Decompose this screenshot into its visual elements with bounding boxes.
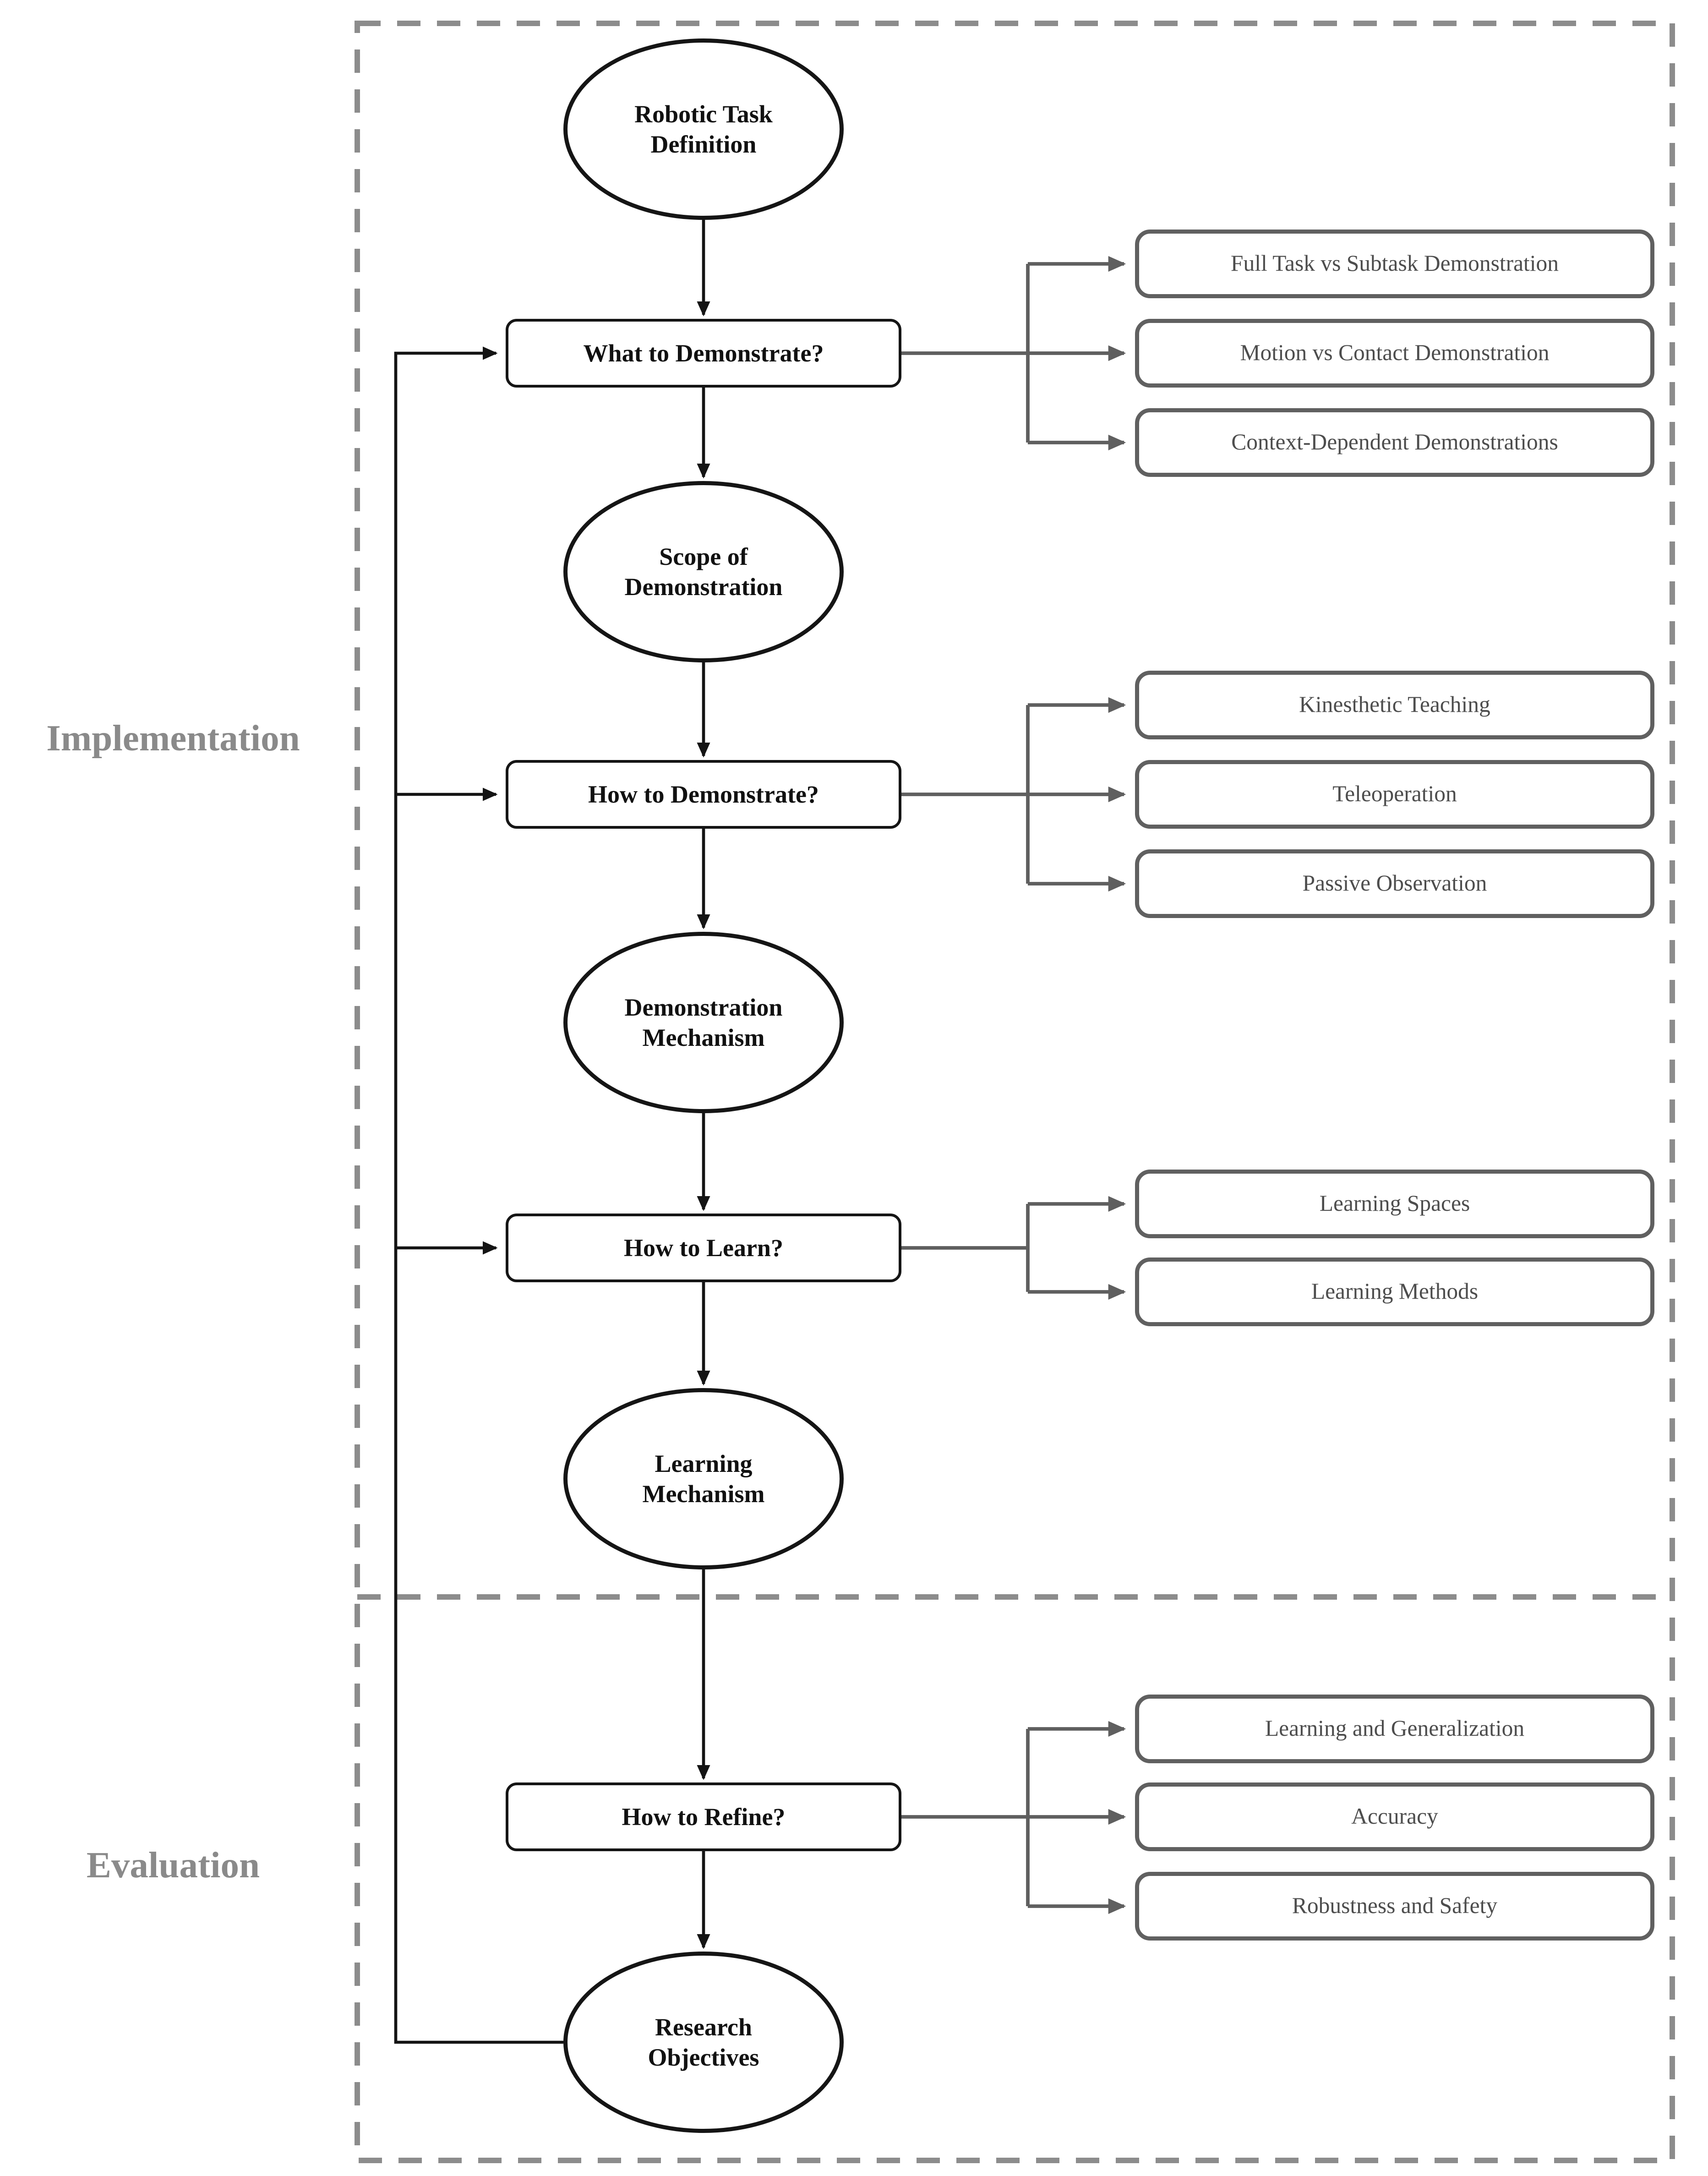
node-demonstration-mechanism: Demonstration Mechanism xyxy=(563,932,844,1113)
option-motion-vs-contact-demonstration: Motion vs Contact Demonstration xyxy=(1135,319,1654,388)
option-label: Learning Methods xyxy=(1311,1278,1479,1304)
node-label: Scope of Demonstration xyxy=(624,542,783,601)
option-label: Passive Observation xyxy=(1302,870,1487,896)
option-accuracy: Accuracy xyxy=(1135,1782,1654,1851)
option-context-dependent-demonstrations: Context-Dependent Demonstrations xyxy=(1135,408,1654,477)
node-label: Robotic Task Definition xyxy=(634,99,773,159)
feedback-loop-to-what xyxy=(394,346,563,2044)
frame-border xyxy=(355,21,1675,2163)
node-robotic-task-definition: Robotic Task Definition xyxy=(563,38,844,220)
node-how-to-demonstrate: How to Demonstrate? xyxy=(506,760,901,829)
option-learning-methods: Learning Methods xyxy=(1135,1257,1654,1326)
option-learning-and-generalization: Learning and Generalization xyxy=(1135,1695,1654,1763)
node-label: How to Demonstrate? xyxy=(588,780,819,808)
section-label-implementation: Implementation xyxy=(46,717,300,759)
option-label: Motion vs Contact Demonstration xyxy=(1240,339,1550,366)
option-label: Context-Dependent Demonstrations xyxy=(1231,429,1558,455)
node-scope-of-demonstration: Scope of Demonstration xyxy=(563,481,844,662)
node-label: Learning Mechanism xyxy=(642,1449,765,1508)
node-how-to-refine: How to Refine? xyxy=(506,1782,901,1851)
option-label: Robustness and Safety xyxy=(1292,1892,1498,1919)
node-what-to-demonstrate: What to Demonstrate? xyxy=(506,319,901,388)
option-label: Accuracy xyxy=(1351,1803,1438,1829)
option-kinesthetic-teaching: Kinesthetic Teaching xyxy=(1135,671,1654,739)
option-label: Learning Spaces xyxy=(1319,1190,1470,1216)
node-label: How to Learn? xyxy=(624,1233,783,1261)
option-learning-spaces: Learning Spaces xyxy=(1135,1170,1654,1238)
node-learning-mechanism: Learning Mechanism xyxy=(563,1388,844,1569)
option-teleoperation: Teleoperation xyxy=(1135,760,1654,829)
node-label: What to Demonstrate? xyxy=(583,339,824,366)
option-full-task-vs-subtask-demonstration: Full Task vs Subtask Demonstration xyxy=(1135,230,1654,298)
option-label: Full Task vs Subtask Demonstration xyxy=(1230,250,1559,276)
node-label: Demonstration Mechanism xyxy=(624,993,783,1052)
node-how-to-learn: How to Learn? xyxy=(506,1214,901,1282)
option-label: Learning and Generalization xyxy=(1265,1715,1525,1741)
node-label: Research Objectives xyxy=(648,2012,759,2072)
option-label: Teleoperation xyxy=(1332,781,1457,807)
option-label: Kinesthetic Teaching xyxy=(1299,691,1490,717)
option-passive-observation: Passive Observation xyxy=(1135,849,1654,918)
option-robustness-and-safety: Robustness and Safety xyxy=(1135,1872,1654,1941)
section-label-evaluation: Evaluation xyxy=(86,1844,260,1886)
node-label: How to Refine? xyxy=(622,1802,786,1830)
node-research-objectives: Research Objectives xyxy=(563,1952,844,2133)
